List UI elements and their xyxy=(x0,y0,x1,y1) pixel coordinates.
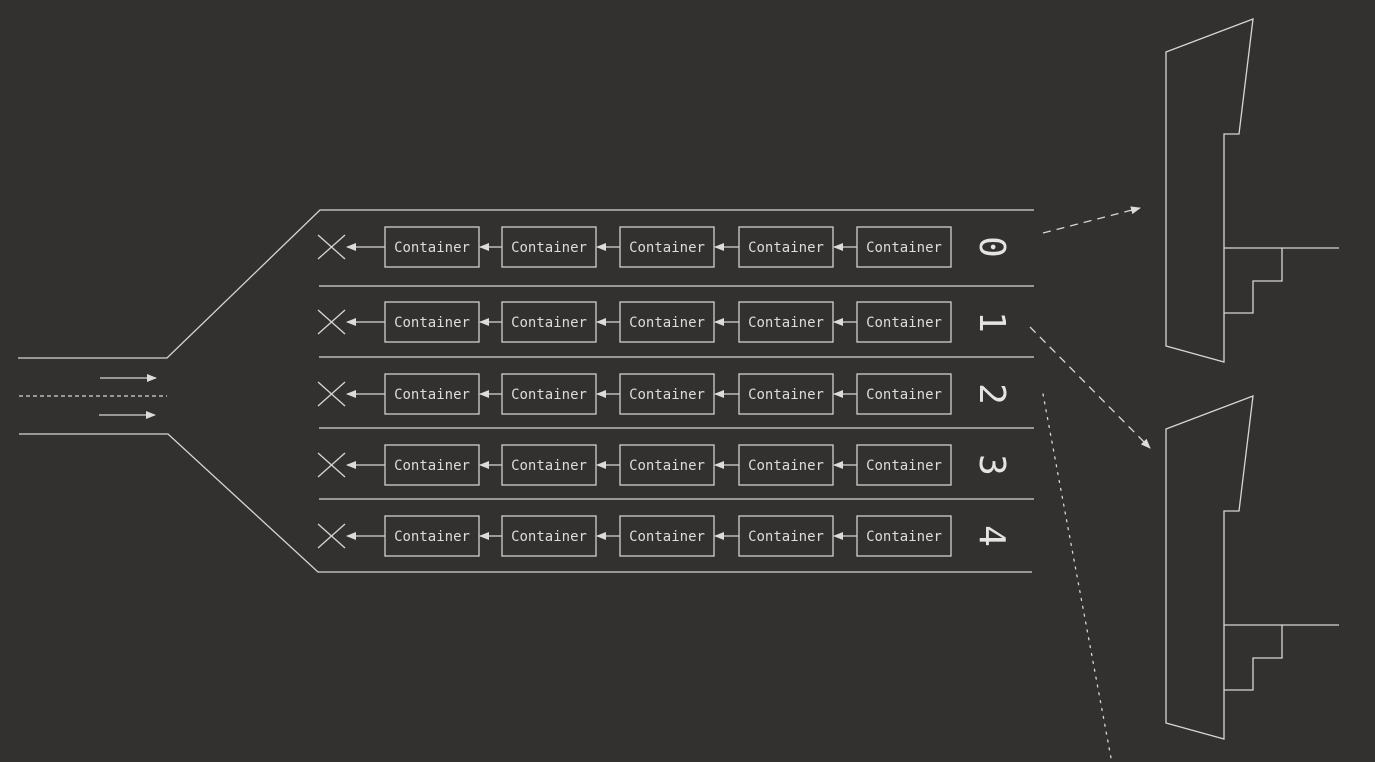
container-label: Container xyxy=(629,315,705,331)
x-icon xyxy=(317,234,346,260)
container-box: Container xyxy=(738,226,834,268)
container-box: Container xyxy=(501,373,597,415)
x-icon xyxy=(317,381,346,407)
container-label: Container xyxy=(748,315,824,331)
container-box: Container xyxy=(501,226,597,268)
container-box: Container xyxy=(856,444,952,486)
container-box: Container xyxy=(384,515,480,557)
incoming-road xyxy=(18,209,1034,573)
road-lower-edge xyxy=(19,433,1032,573)
x-icon xyxy=(317,523,346,549)
container-label: Container xyxy=(629,458,705,474)
container-label: Container xyxy=(511,529,587,545)
container-label: Container xyxy=(394,529,470,545)
container-label: Container xyxy=(748,387,824,403)
x-icon xyxy=(317,452,346,478)
container-box: Container xyxy=(856,515,952,557)
ship-icon xyxy=(1165,395,1339,740)
lane-0: Container Container Container Container Cont… xyxy=(317,226,1012,268)
dispatch-line-lane-2 xyxy=(1042,393,1112,759)
container-box: Container xyxy=(384,444,480,486)
container-label: Container xyxy=(866,387,942,403)
container-label: Container xyxy=(511,458,587,474)
container-box: Container xyxy=(619,301,715,343)
container-label: Container xyxy=(866,458,942,474)
lane-number: 3 xyxy=(971,454,1012,476)
container-box: Container xyxy=(619,444,715,486)
container-box: Container xyxy=(619,226,715,268)
container-box: Container xyxy=(501,444,597,486)
container-label: Container xyxy=(511,315,587,331)
lane-3: Container Container Container Container Cont… xyxy=(317,444,1012,486)
lane-2: Container Container Container Container Cont… xyxy=(317,373,1012,415)
container-box: Container xyxy=(738,444,834,486)
container-box: Container xyxy=(738,301,834,343)
container-label: Container xyxy=(511,387,587,403)
container-box: Container xyxy=(738,515,834,557)
container-label: Container xyxy=(394,387,470,403)
container-label: Container xyxy=(629,387,705,403)
container-box: Container xyxy=(856,373,952,415)
ship-icon xyxy=(1165,18,1339,363)
container-label: Container xyxy=(748,529,824,545)
container-label: Container xyxy=(394,458,470,474)
container-label: Container xyxy=(866,529,942,545)
container-box: Container xyxy=(501,515,597,557)
container-label: Container xyxy=(629,240,705,256)
container-label: Container xyxy=(511,240,587,256)
dispatch-arrows xyxy=(1029,206,1151,759)
container-label: Container xyxy=(394,240,470,256)
lane-4: Container Container Container Container Cont… xyxy=(317,515,1012,557)
lane-number: 4 xyxy=(971,525,1012,547)
road-upper-edge xyxy=(18,209,1034,359)
dispatch-arrow-lane-1 xyxy=(1029,326,1151,449)
container-box: Container xyxy=(619,515,715,557)
container-box: Container xyxy=(619,373,715,415)
container-label: Container xyxy=(748,458,824,474)
lane-1: Container Container Container Container Cont… xyxy=(317,301,1012,343)
container-label: Container xyxy=(394,315,470,331)
container-label: Container xyxy=(748,240,824,256)
container-box: Container xyxy=(856,226,952,268)
container-box: Container xyxy=(856,301,952,343)
dispatch-arrow-lane-0 xyxy=(1042,206,1141,234)
x-icon xyxy=(317,309,346,335)
container-box: Container xyxy=(501,301,597,343)
container-box: Container xyxy=(384,373,480,415)
container-box: Container xyxy=(384,301,480,343)
container-label: Container xyxy=(866,315,942,331)
lane-number: 0 xyxy=(971,236,1012,258)
container-box: Container xyxy=(738,373,834,415)
lane-number: 2 xyxy=(971,383,1012,405)
container-label: Container xyxy=(866,240,942,256)
container-box: Container xyxy=(384,226,480,268)
lane-number: 1 xyxy=(971,311,1012,333)
lane-dividers xyxy=(319,285,1034,500)
container-label: Container xyxy=(629,529,705,545)
